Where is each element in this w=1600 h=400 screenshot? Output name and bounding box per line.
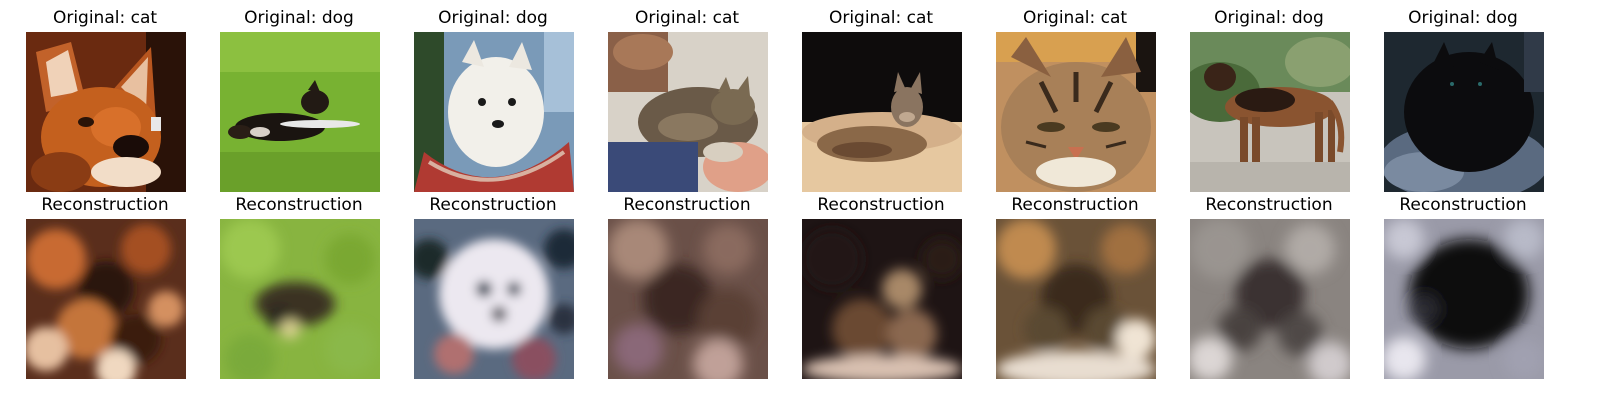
- reconstruction-image: [414, 219, 574, 379]
- original-title: Original: dog: [1408, 8, 1518, 28]
- original-title: Original: dog: [1214, 8, 1324, 28]
- column-2: Original: dog Reconstruction: [199, 0, 399, 400]
- original-title: Original: dog: [438, 8, 548, 28]
- reconstruction-image: [996, 219, 1156, 379]
- reconstruction-title: Reconstruction: [1011, 195, 1139, 215]
- reconstruction-title: Reconstruction: [429, 195, 557, 215]
- reconstruction-title: Reconstruction: [817, 195, 945, 215]
- original-title: Original: dog: [244, 8, 354, 28]
- reconstruction-title: Reconstruction: [1399, 195, 1527, 215]
- original-image-cat: [608, 32, 768, 192]
- reconstruction-title: Reconstruction: [41, 195, 169, 215]
- column-4: Original: cat Reconstruction: [587, 0, 787, 400]
- original-image-dog: [1190, 32, 1350, 192]
- column-8: Original: dog Reconstruction: [1363, 0, 1563, 400]
- column-6: Original: cat Reconstruction: [975, 0, 1175, 400]
- original-title: Original: cat: [828, 8, 934, 28]
- column-3: Original: dog Reconstruction: [393, 0, 593, 400]
- column-1: Original: cat Reconstruction: [5, 0, 205, 400]
- original-image-dog: [1384, 32, 1544, 192]
- original-title: Original: cat: [1022, 8, 1128, 28]
- reconstruction-image: [26, 219, 186, 379]
- reconstruction-image: [1190, 219, 1350, 379]
- reconstruction-image: [608, 219, 768, 379]
- original-title: Original: cat: [634, 8, 740, 28]
- original-image-cat: [996, 32, 1156, 192]
- original-image-dog: [220, 32, 380, 192]
- reconstruction-title: Reconstruction: [623, 195, 751, 215]
- original-image-cat: [26, 32, 186, 192]
- reconstruction-title: Reconstruction: [235, 195, 363, 215]
- original-image-dog: [414, 32, 574, 192]
- column-5: Original: cat Reconstruction: [781, 0, 981, 400]
- original-title: Original: cat: [52, 8, 158, 28]
- reconstruction-image: [802, 219, 962, 379]
- reconstruction-image: [1384, 219, 1544, 379]
- reconstruction-image: [220, 219, 380, 379]
- original-image-cat: [802, 32, 962, 192]
- column-7: Original: dog Reconstruction: [1169, 0, 1369, 400]
- reconstruction-title: Reconstruction: [1205, 195, 1333, 215]
